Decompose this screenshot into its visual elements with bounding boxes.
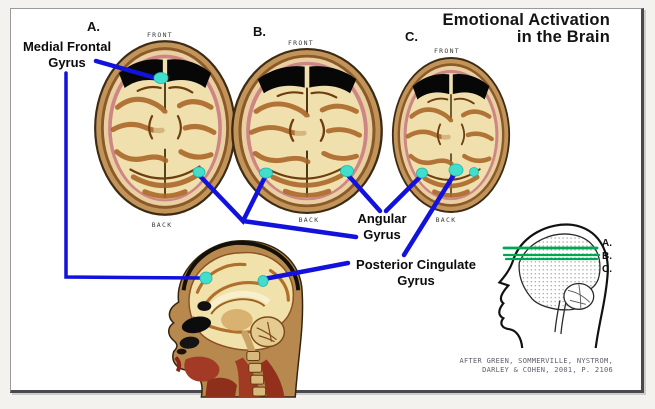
angular-gyrus-line2: Gyrus [363,226,401,242]
citation: AFTER GREEN, SOMMERVILLE, NYSTROM, DARLE… [460,357,614,375]
slice-a-label: A. [87,19,100,34]
level-label-c: C. [602,263,612,275]
citation-line2: DARLEY & COHEN, 2001, P. 2106 [482,366,613,374]
level-label-b: B. [602,250,612,262]
page-title-line2: in the Brain [516,28,610,46]
posterior-cingulate-line1: Posterior Cingulate [356,257,476,272]
level-labels: A. B. C. [602,238,612,276]
page-title-line1: Emotional Activation [442,11,610,29]
sagittal-head-image [168,240,304,398]
medial-frontal-gyrus-line1: Medial Frontal [22,39,112,54]
posterior-cingulate-gyrus-label: Posterior Cingulate Gyrus [331,257,501,288]
slice-a-front-caption: FRONT [146,31,174,39]
axial-slice-c-image [391,56,511,214]
level-label-a: A. [602,238,612,249]
posterior-cingulate-line2: Gyrus [397,272,435,288]
slice-b-back-caption: BACK [298,216,320,224]
angular-gyrus-label: Angular Gyrus [332,211,432,242]
medial-frontal-gyrus-line2: Gyrus [48,54,86,70]
slice-b-label: B. [253,24,266,39]
slice-a-back-caption: BACK [151,221,173,229]
medial-frontal-gyrus-label: Medial Frontal Gyrus [12,39,122,70]
angular-gyrus-line1: Angular [357,211,407,226]
citation-line1: AFTER GREEN, SOMMERVILLE, NYSTROM, [459,357,613,365]
axial-slice-b-image [230,47,384,215]
slice-c-label: C. [405,29,418,44]
page-title: Emotional Activation in the Brain [443,12,611,46]
head-profile-sketch [497,223,609,349]
slice-b-front-caption: FRONT [287,39,315,47]
slice-c-front-caption: FRONT [433,47,461,55]
